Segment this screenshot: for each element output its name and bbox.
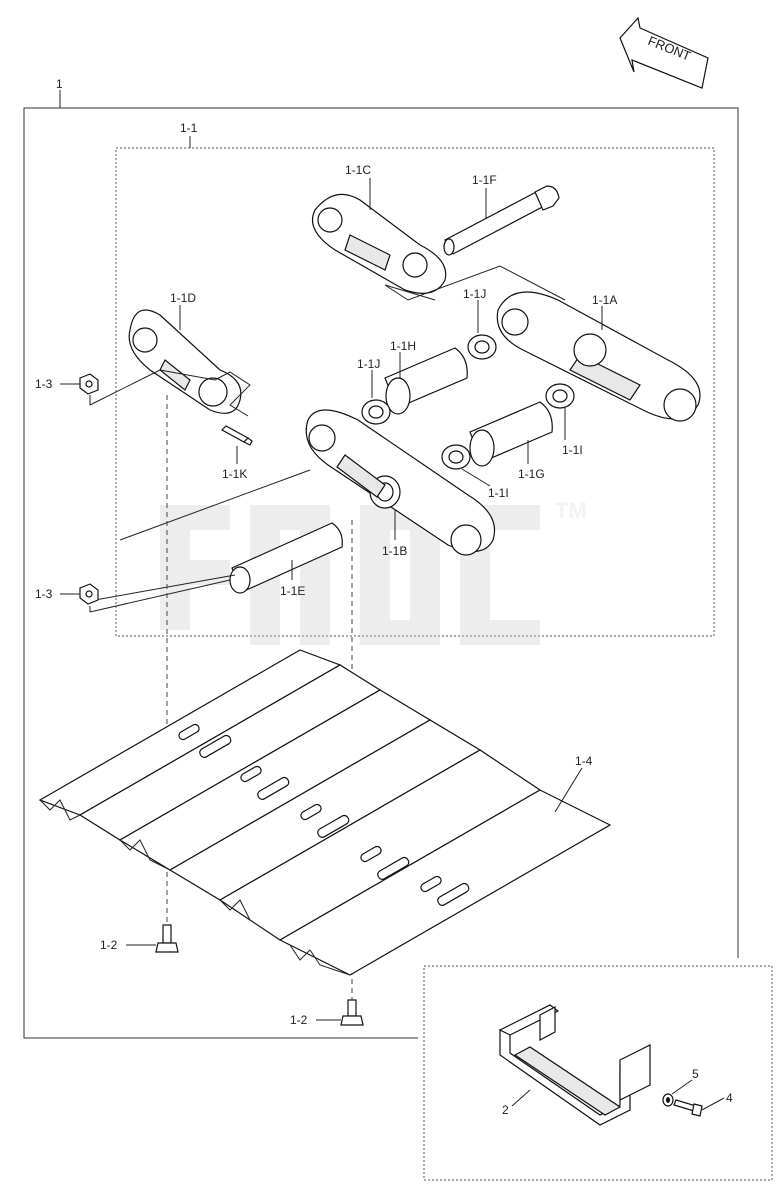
bolt-1-2-bottom xyxy=(340,999,364,1026)
watermark: TM xyxy=(160,498,587,645)
label-1-1b: 1-1B xyxy=(382,544,407,558)
watermark-tm: TM xyxy=(555,498,587,523)
link-1-1d xyxy=(128,309,242,414)
lock-1-1k xyxy=(221,425,253,446)
label-1-1c: 1-1C xyxy=(345,163,371,177)
label-1-1: 1-1 xyxy=(180,121,198,135)
label-1-1j-top: 1-1J xyxy=(463,287,486,301)
label-1: 1 xyxy=(56,77,63,91)
step-2 xyxy=(498,1004,651,1126)
seal-1-1i-right xyxy=(545,383,575,409)
nut-1-3-lower xyxy=(79,583,99,605)
label-1-1a: 1-1A xyxy=(592,293,617,307)
label-1-1h: 1-1H xyxy=(390,339,416,353)
label-1-1i-mid: 1-1I xyxy=(488,486,509,500)
label-4: 4 xyxy=(726,1091,733,1105)
label-5: 5 xyxy=(692,1067,699,1081)
label-1-1k: 1-1K xyxy=(222,467,247,481)
bushing-1-1g xyxy=(469,401,553,467)
label-1-2-bottom: 1-2 xyxy=(290,1013,308,1027)
link-1-1a xyxy=(496,291,701,422)
washer-5 xyxy=(662,1093,674,1107)
nut-1-3-upper xyxy=(79,373,99,395)
label-1-1f: 1-1F xyxy=(472,173,497,187)
front-arrow-icon: FRONT xyxy=(619,16,709,89)
label-1-1d: 1-1D xyxy=(170,291,196,305)
bolt-1-2-left xyxy=(155,924,179,953)
seal-1-1j-left xyxy=(361,399,391,425)
track-shoe-1-4 xyxy=(38,649,612,976)
frame-assembly-1 xyxy=(23,107,739,1039)
label-1-3-lower: 1-3 xyxy=(35,587,53,601)
label-2: 2 xyxy=(502,1103,509,1117)
label-1-1g: 1-1G xyxy=(518,467,545,481)
frame-step xyxy=(423,965,773,1181)
label-1-2-left: 1-2 xyxy=(100,938,118,952)
link-1-1b xyxy=(305,409,496,556)
label-1-1e: 1-1E xyxy=(280,584,305,598)
label-1-3-upper: 1-3 xyxy=(35,377,53,391)
seal-1-1i-mid xyxy=(441,444,471,470)
label-1-1i-right: 1-1I xyxy=(562,443,583,457)
bushing-1-1h xyxy=(384,347,468,415)
link-1-1c xyxy=(311,193,447,294)
pin-1-1e xyxy=(229,522,343,594)
bolt-4 xyxy=(673,1099,703,1117)
seal-1-1j-top xyxy=(467,334,497,360)
label-1-1j-left: 1-1J xyxy=(357,357,380,371)
pin-1-1f xyxy=(443,185,560,256)
label-1-4: 1-4 xyxy=(575,754,593,768)
